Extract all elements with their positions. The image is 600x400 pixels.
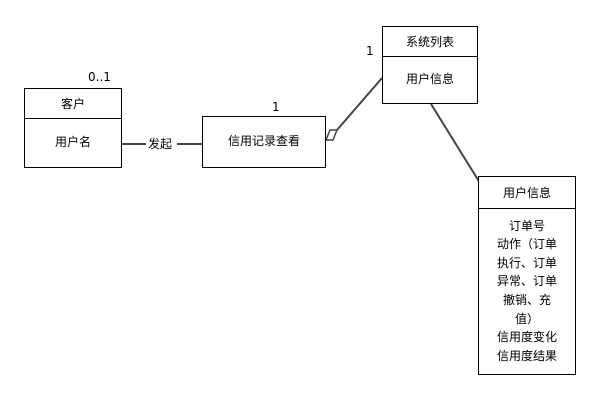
class-credit-record-view[interactable]: 信用记录查看 (202, 116, 326, 168)
class-system-list[interactable]: 系统列表 用户信息 (382, 26, 478, 104)
class-credit-record-view-body: 信用记录查看 (227, 134, 300, 149)
association-line-system-userinfo (430, 103, 481, 184)
aggregation-diamond (324, 129, 339, 141)
class-user-info[interactable]: 用户信息 订单号 动作（订单 执行、订单 异常、订单 撤销、充 值） 信用度变化… (478, 176, 576, 375)
class-system-list-title: 系统列表 (383, 27, 477, 57)
user-info-field: 执行、订单 (496, 255, 557, 270)
user-info-field: 信用度结果 (496, 348, 557, 363)
system-multiplicity-label: 1 (366, 44, 374, 58)
user-info-field: 值） (514, 311, 539, 326)
user-info-field: 撤销、充 (502, 293, 551, 307)
credit-multiplicity-label: 1 (272, 100, 280, 114)
user-info-field: 信用度变化 (496, 330, 557, 345)
class-customer[interactable]: 客户 用户名 (24, 88, 122, 168)
class-customer-title: 客户 (25, 89, 121, 119)
user-info-field: 订单号 (508, 218, 545, 233)
user-info-field: 动作（订单 (496, 237, 557, 252)
class-user-info-title: 用户信息 (479, 177, 575, 209)
association-name-label: 发起 (148, 137, 173, 151)
customer-multiplicity-label: 0..1 (88, 70, 111, 84)
class-customer-body: 用户名 (54, 135, 91, 150)
user-info-field: 异常、订单 (496, 274, 557, 289)
aggregation-line-credit-system (336, 77, 383, 131)
class-system-list-body: 用户信息 (405, 72, 454, 87)
class-user-info-body: 订单号 动作（订单 执行、订单 异常、订单 撤销、充 值） 信用度变化 信用度结… (479, 209, 575, 373)
